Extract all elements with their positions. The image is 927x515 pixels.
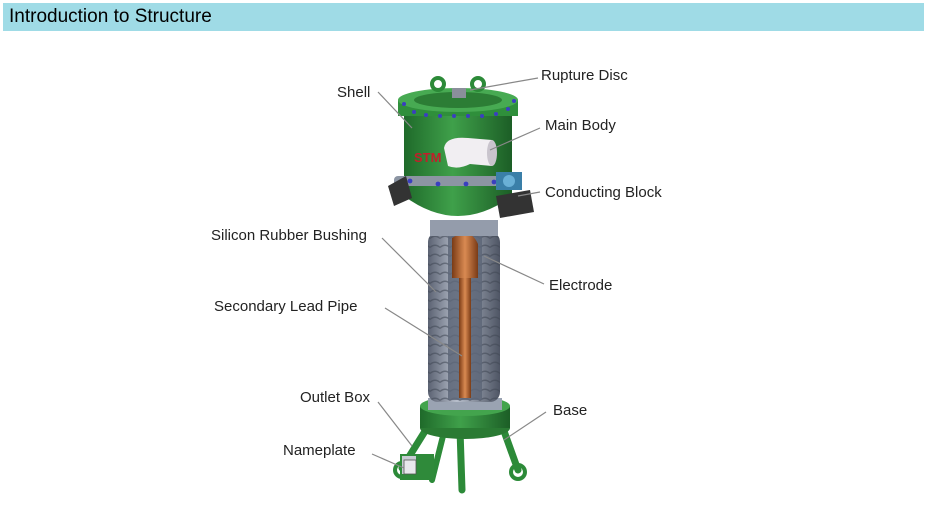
label-main-body: Main Body: [545, 117, 616, 134]
label-electrode: Electrode: [549, 277, 612, 294]
main-body: STM: [398, 88, 518, 216]
leader-lines: [371, 77, 547, 469]
label-base: Base: [553, 402, 587, 419]
label-conducting-block: Conducting Block: [545, 184, 662, 201]
page-title: Introduction to Structure: [9, 6, 212, 27]
component-labels: Rupture Disc Shell Main Body Conducting …: [211, 67, 662, 459]
secondary-lead-pipe: [459, 268, 471, 398]
label-secondary-lead-pipe: Secondary Lead Pipe: [214, 298, 357, 315]
page-title-bar: Introduction to Structure: [3, 3, 924, 31]
electrode: [452, 233, 478, 278]
neck-flange: [430, 220, 498, 236]
rupture-disc: [430, 76, 486, 98]
label-silicon-rubber-bushing: Silicon Rubber Bushing: [211, 227, 367, 244]
label-shell: Shell: [337, 84, 370, 101]
label-outlet-box: Outlet Box: [300, 389, 371, 406]
label-nameplate: Nameplate: [283, 442, 356, 459]
apparatus-illustration: STM: [388, 76, 534, 494]
nameplate: [403, 459, 417, 475]
conducting-block: [496, 172, 522, 190]
base-flange: [420, 396, 510, 439]
svg-text:STM: STM: [414, 150, 441, 165]
label-rupture-disc: Rupture Disc: [541, 67, 628, 84]
shell-band: [388, 176, 534, 218]
